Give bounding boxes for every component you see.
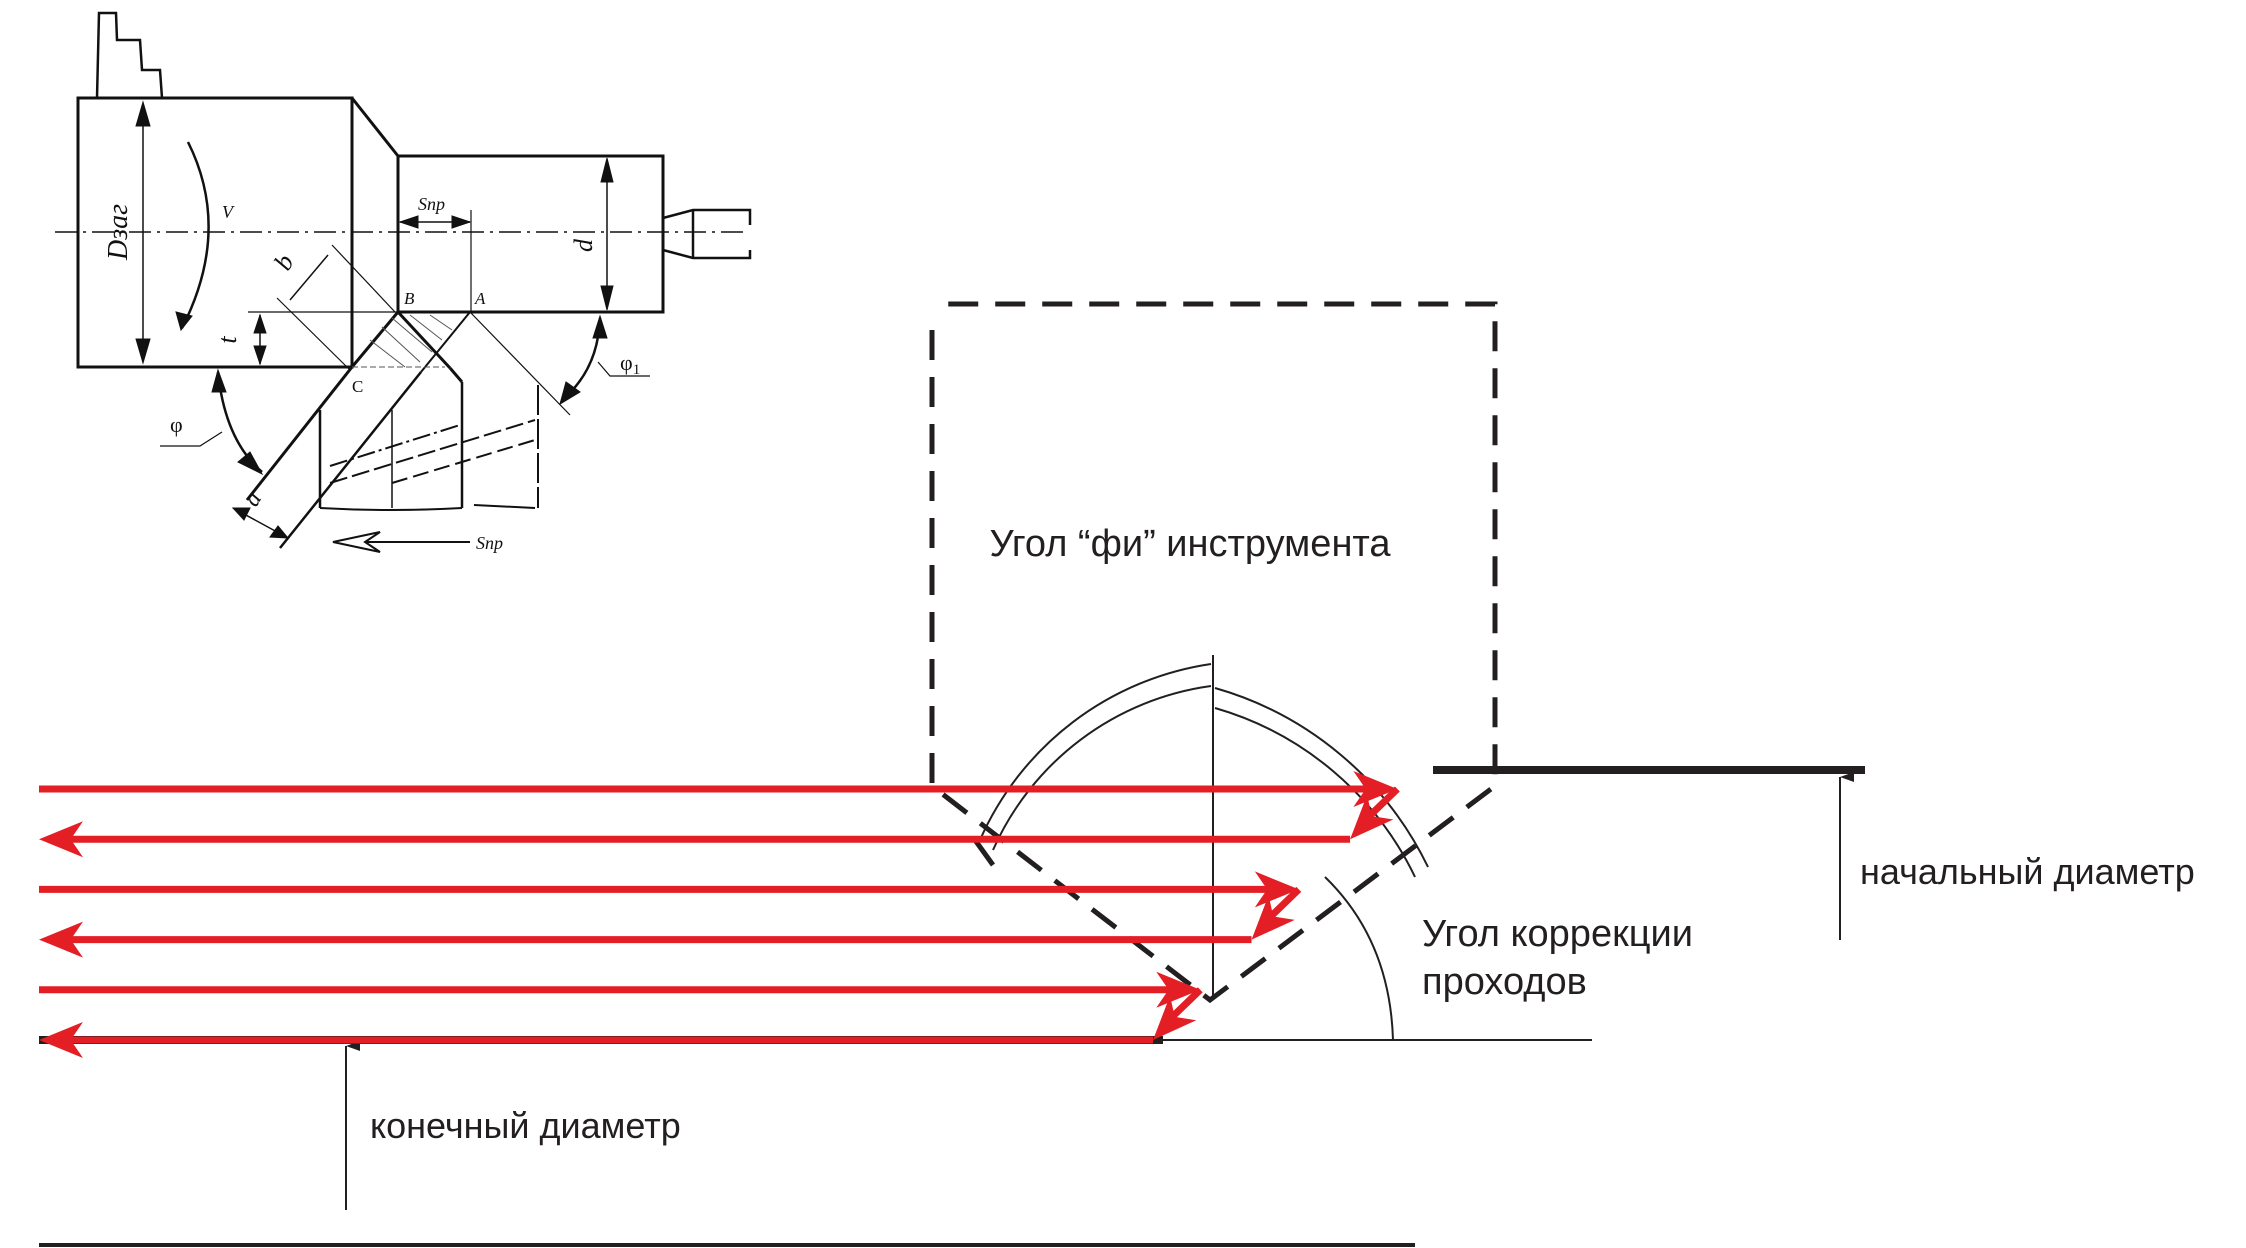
label-point-b: B [404,289,415,308]
label-t: t [213,336,242,344]
tool-outline [929,301,1498,1004]
lathe-turning-sketch [55,11,752,553]
label-phi1: φ1 [620,350,640,378]
label-point-c: C [352,377,363,396]
chuck-jaw [95,11,164,99]
pass-arrowhead [1353,771,1398,807]
label-feed-bottom: Sпр [476,533,503,553]
pass-arrowhead [39,1022,83,1058]
pass-arrowhead [1153,995,1197,1040]
label-d-blank: Dзаг [103,204,134,261]
pass-arrowhead [1156,971,1201,1008]
workpiece-machined [396,154,665,314]
pass-arrowhead [1251,895,1295,940]
label-v: V [222,202,235,222]
rotation-arrow [180,141,210,329]
label-feed-top: Sпр [418,194,445,214]
correction-angle-label-line2: проходов [1422,961,1587,1003]
pass-arrows [39,771,1400,1058]
final-diameter-label: конечный диаметр [370,1105,681,1146]
label-point-a: A [474,289,486,308]
tailstock-center [662,208,752,225]
start-diameter-label: начальный диаметр [1860,851,2195,892]
correction-angle-label-line1: Угол коррекции [1422,913,1693,955]
cutting-tool [352,312,470,367]
pass-arrowhead [1350,794,1394,840]
correction-angle-arc [1324,876,1394,1041]
chip-hatch [352,314,453,368]
tool-angle-label: Угол “фи” инструмента [989,523,1391,565]
pass-arrowhead [39,821,83,858]
pass-arrowhead [1254,871,1299,908]
sketch-labels: Dзаг V Sпр d b t B A C φ φ1 a Sпр [103,194,640,553]
label-phi: φ [170,412,183,437]
pass-arrowhead [39,921,83,958]
label-d: d [569,238,598,252]
label-b: b [268,249,300,275]
